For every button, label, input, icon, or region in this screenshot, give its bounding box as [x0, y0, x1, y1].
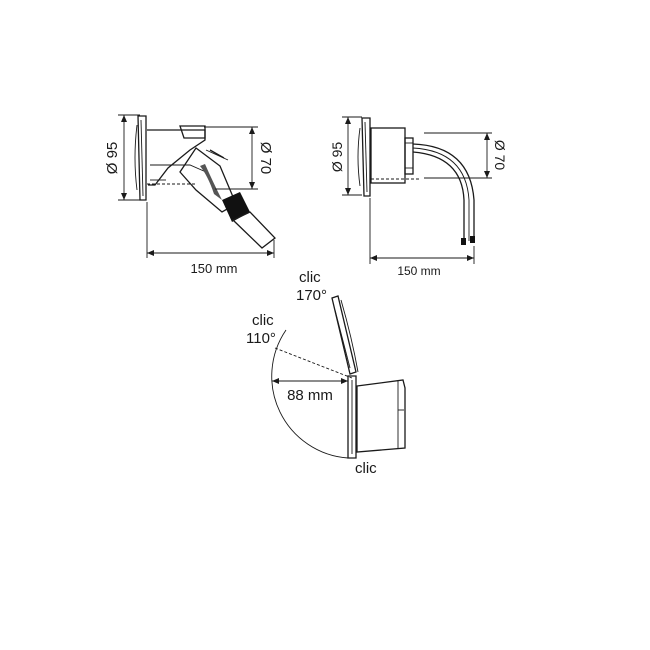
dim-diameter-95-fig1: Ø 95 [104, 114, 140, 201]
clic-label-bottom: clic [355, 460, 377, 477]
flange-plate-fig3 [347, 375, 357, 459]
dim-depth-88: 88 mm [272, 378, 348, 404]
dim-diameter-70-fig2: Ø 70 [424, 132, 508, 179]
dim-label-150-fig2: 150 mm [397, 264, 440, 278]
spout-body-fig2 [370, 127, 475, 245]
clic-angle-top: 170° [296, 287, 327, 304]
dim-label-150-fig1: 150 mm [191, 261, 238, 276]
dim-length-150-fig1: 150 mm [146, 202, 275, 276]
dim-label-88: 88 mm [287, 387, 333, 404]
dim-label-70-fig1: Ø 70 [257, 142, 274, 175]
clic-label-mid: clic [252, 312, 274, 329]
dim-diameter-95-fig2: Ø 95 [329, 116, 362, 196]
housing-block [356, 379, 406, 453]
figure-3-lid-detail: 88 mm clic 170° clic 110° clic [246, 269, 406, 477]
figure-1-shower-variant: Ø 95 Ø 70 [104, 114, 276, 276]
flange-plate-fig2 [357, 117, 371, 197]
flange-plate-fig1 [134, 115, 147, 201]
clic-angle-mid: 110° [246, 330, 276, 347]
dim-label-95-fig2: Ø 95 [329, 142, 345, 173]
shower-body-fig1 [147, 125, 276, 249]
dim-label-95-fig1: Ø 95 [104, 142, 121, 175]
clic-label-top: clic [299, 269, 321, 286]
figure-2-spout-variant: Ø 95 Ø 70 [329, 116, 508, 278]
lid-open [331, 295, 359, 375]
dim-label-70-fig2: Ø 70 [492, 140, 508, 171]
dim-diameter-70-fig1: Ø 70 [204, 126, 274, 190]
reference-line-110 [274, 347, 353, 379]
opening-arc [271, 329, 349, 459]
dim-length-150-fig2: 150 mm [369, 198, 475, 278]
